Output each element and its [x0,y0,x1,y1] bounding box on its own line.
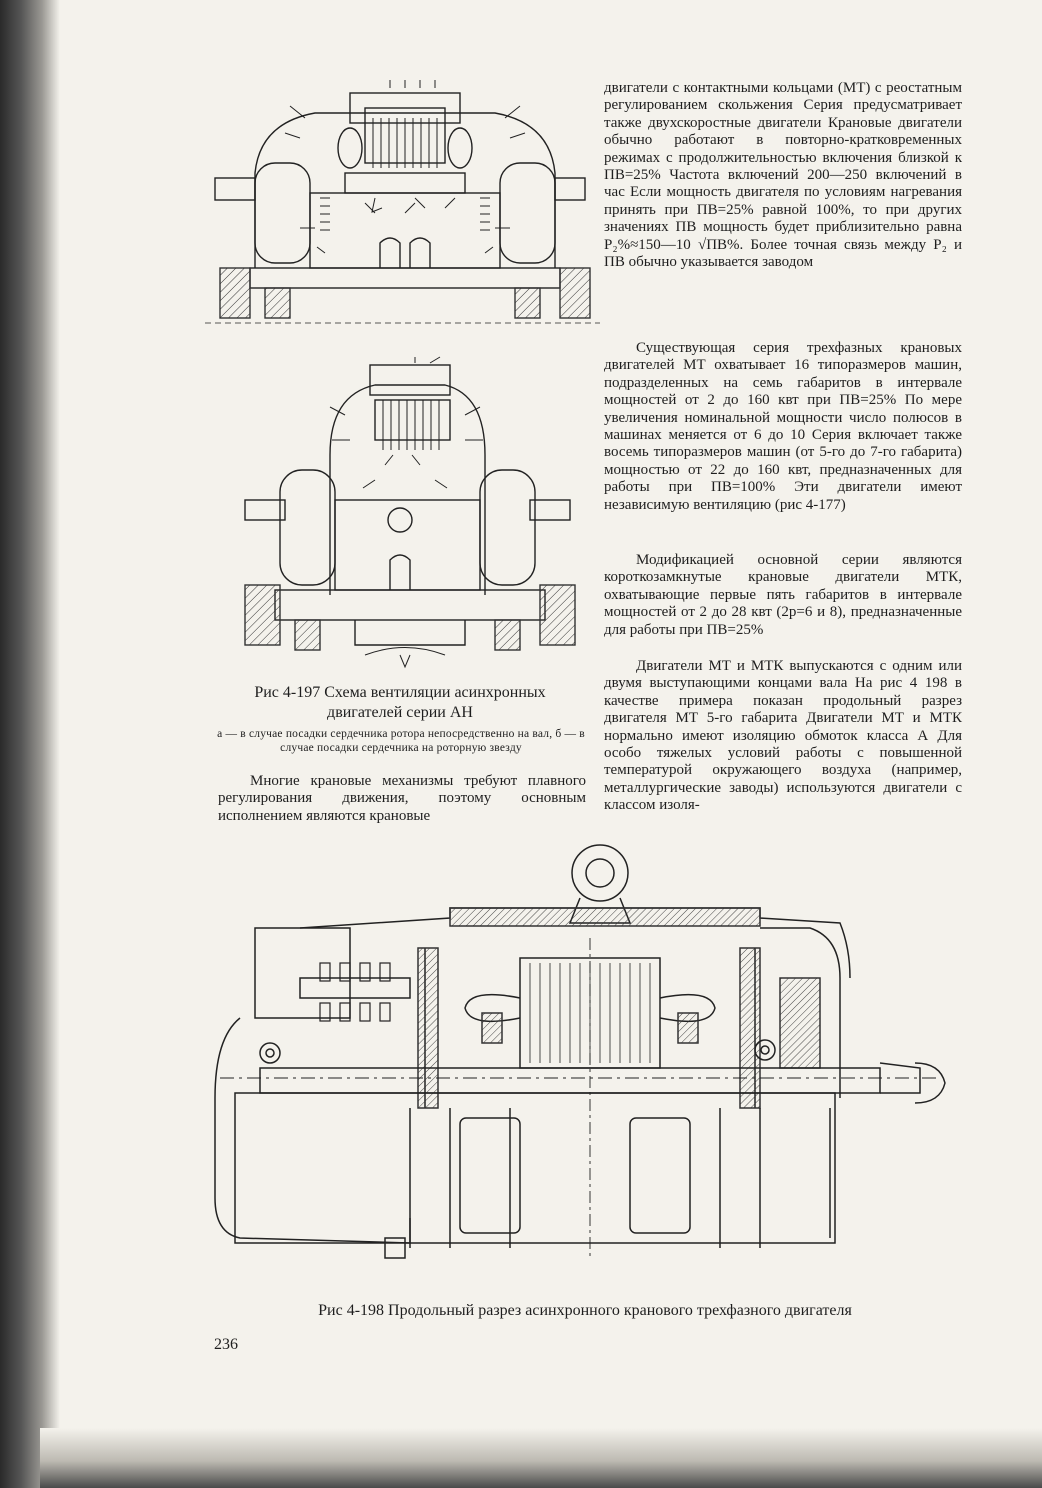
left-column-paragraph: Многие крановые механизмы требуют плавно… [218,773,586,824]
figure-4-197-caption-sub: а — в случае посадки сердечника ротора н… [217,728,585,754]
book-binding-shadow [0,0,60,1488]
right-column-paragraph-2: Существующая серия трехфазных крановых д… [604,340,962,513]
figure-4-197-caption-title: Рис 4-197 Схема вентиляции асинхронных д… [254,684,546,721]
page-number: 236 [214,1336,238,1353]
figure-4-198-caption: Рис 4-198 Продольный разрез асинхронного… [318,1302,852,1319]
page-bottom-shadow [40,1428,1042,1488]
figure-4-197-a-drawing [205,80,600,324]
right-column-paragraph-4: Двигатели МТ и МТК выпускаются с одним и… [604,658,962,814]
right-column-paragraph-3: Модификацией основной серии являются кор… [604,552,962,638]
figure-4-197-b-drawing [244,356,576,669]
figure-4-198-drawing [214,844,946,1259]
right-column-paragraph-1: двигатели с контактными кольцами (МТ) с … [604,80,962,271]
